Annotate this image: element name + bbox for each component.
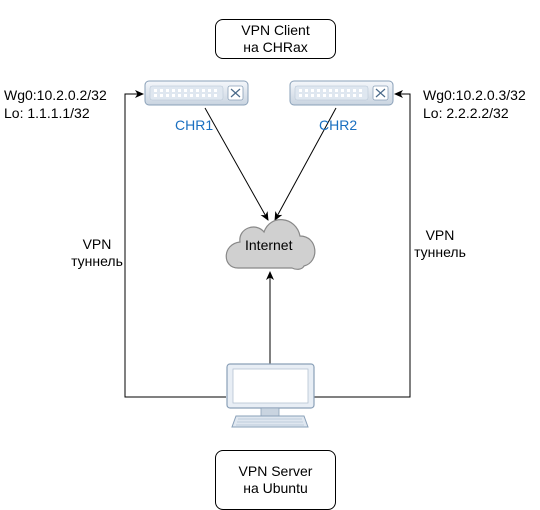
- tunnel-left-line2: туннель: [71, 253, 123, 269]
- tunnel-right-label: VPN туннель: [405, 227, 475, 261]
- tunnel-line-left: [124, 90, 226, 398]
- internet-cloud-icon: [225, 219, 316, 270]
- chr2-to-internet-arrow: [274, 107, 337, 221]
- vpn-client-subtitle: на CHRax: [243, 39, 308, 55]
- internet-label: Internet: [245, 237, 293, 253]
- chr2-lo-address: Lo: 2.2.2.2/32: [423, 105, 509, 121]
- chr1-to-internet-arrow: [204, 107, 269, 221]
- router-chr1-label: CHR1: [175, 117, 214, 133]
- vpn-client-box: VPN Client на CHRax: [215, 19, 336, 59]
- vpn-client-title: VPN Client: [241, 22, 310, 38]
- router-chr1-icon: [144, 80, 249, 106]
- router-chr2-label: CHR2: [319, 117, 358, 133]
- chr2-wg-address: Wg0:10.2.0.3/32: [423, 87, 526, 103]
- chr1-lo-address: Lo: 1.1.1.1/32: [4, 105, 90, 121]
- tunnel-left-label: VPN туннель: [62, 236, 132, 270]
- tunnel-line-right: [314, 90, 411, 398]
- tunnel-left-line1: VPN: [82, 236, 112, 252]
- tunnel-right-line2: туннель: [414, 244, 466, 260]
- server-computer-icon: [226, 363, 315, 428]
- router-chr2-icon: [289, 80, 394, 106]
- vpn-server-title: VPN Server: [238, 463, 313, 479]
- tunnel-right-line1: VPN: [425, 227, 455, 243]
- chr1-wg-address: Wg0:10.2.0.2/32: [4, 87, 107, 103]
- vpn-server-subtitle: на Ubuntu: [243, 480, 308, 496]
- vpn-server-box: VPN Server на Ubuntu: [215, 450, 336, 510]
